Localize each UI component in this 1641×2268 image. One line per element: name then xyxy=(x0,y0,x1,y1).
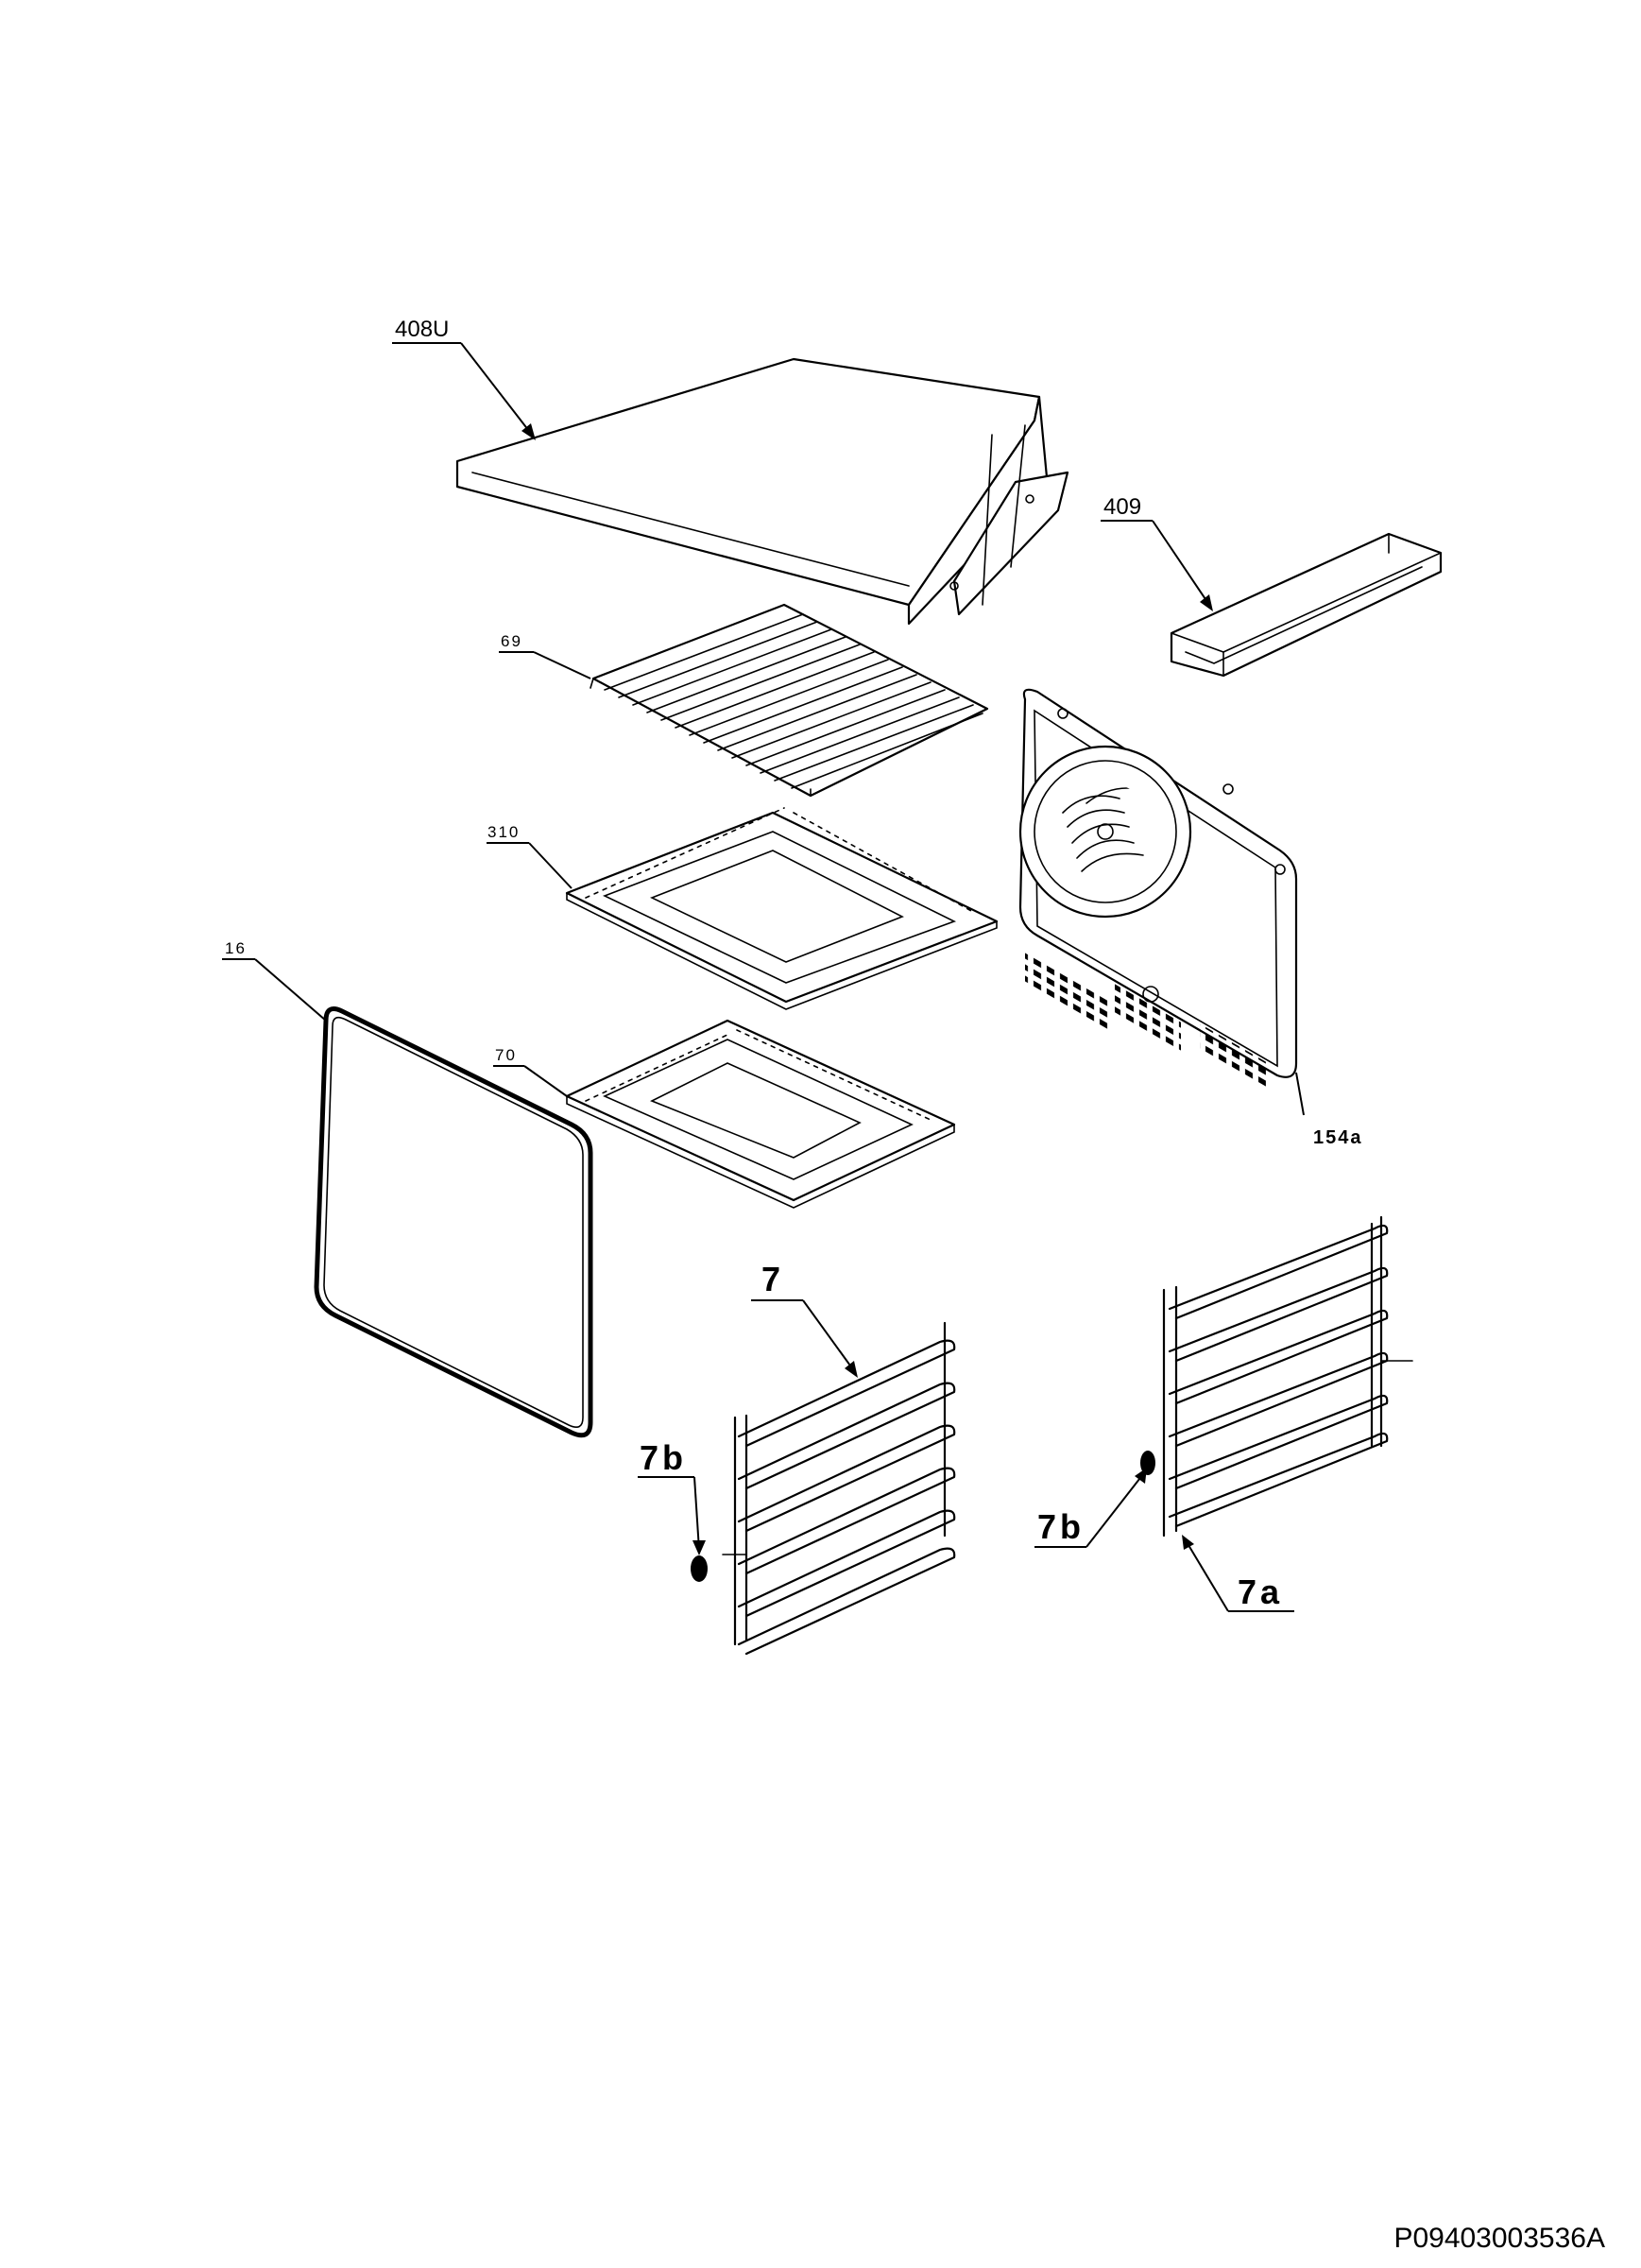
door-gasket-part xyxy=(314,1006,593,1438)
label-wire-shelf: 69 xyxy=(501,632,522,650)
roasting-pan-part xyxy=(565,1019,956,1209)
wire-shelf-part xyxy=(590,603,989,798)
drip-tray-part xyxy=(1170,532,1443,678)
right-bolt-part xyxy=(1140,1451,1155,1475)
label-tray: 409 xyxy=(1103,494,1141,520)
label-back-panel: 154a xyxy=(1313,1127,1363,1148)
label-bolt-left: 7b xyxy=(640,1438,687,1477)
label-gasket: 16 xyxy=(225,939,247,957)
back-panel-part xyxy=(1018,688,1298,1091)
fan-grille xyxy=(1062,787,1144,872)
label-baking-tray: 310 xyxy=(487,823,520,841)
left-bolt-part xyxy=(691,1555,708,1582)
diagram-code: P09403003536A xyxy=(1393,2223,1605,2254)
label-support-right: 7a xyxy=(1238,1572,1283,1611)
baking-tray-part xyxy=(565,807,999,1010)
right-shelf-support-part xyxy=(1162,1215,1413,1538)
label-bolt-right: 7b xyxy=(1037,1507,1085,1546)
label-roasting-pan: 70 xyxy=(495,1046,517,1064)
top-cover-part xyxy=(455,357,1069,626)
left-shelf-support-part xyxy=(722,1321,956,1656)
label-top-cover: 408U xyxy=(395,317,449,342)
leader-lines xyxy=(222,342,1305,1612)
label-shelf-support: 7 xyxy=(761,1260,784,1298)
